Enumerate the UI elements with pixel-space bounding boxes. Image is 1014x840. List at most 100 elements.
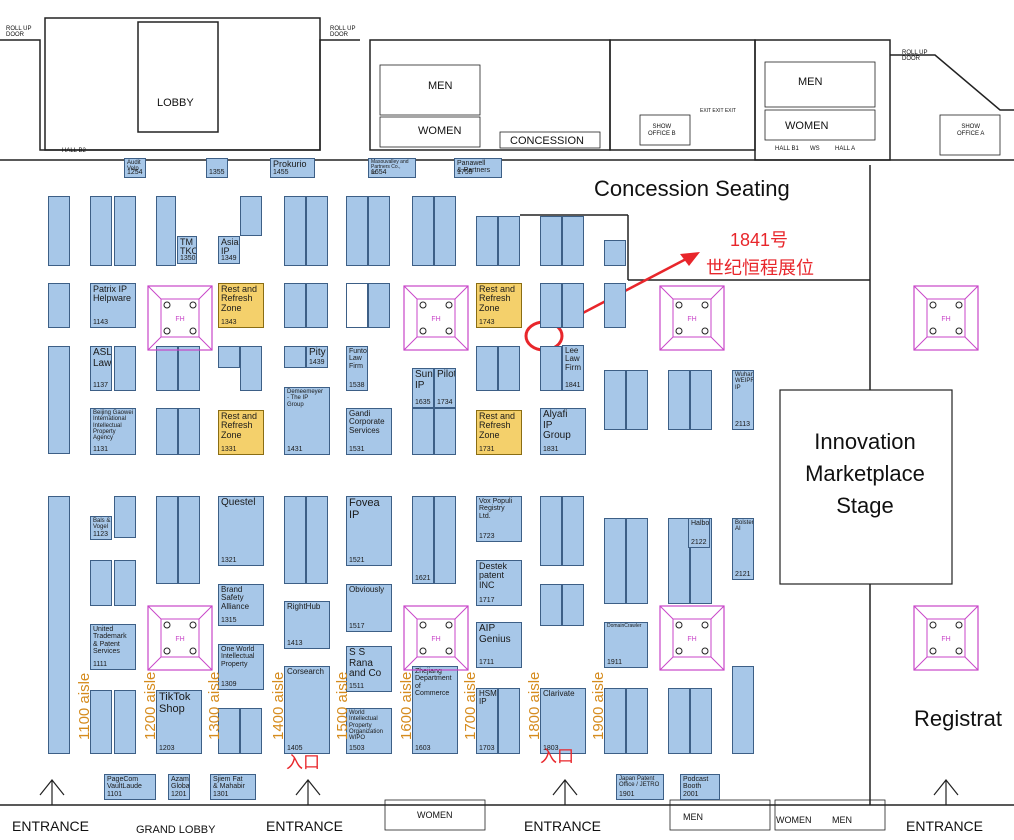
booth-unlabeled[interactable] [690,370,712,430]
booth-unlabeled[interactable] [240,346,262,391]
booth-unlabeled[interactable] [178,408,200,455]
booth-unlabeled[interactable] [540,584,562,626]
booth-unlabeled[interactable] [412,196,434,266]
booth-unlabeled[interactable] [156,196,176,266]
booth-unlabeled[interactable] [434,408,456,455]
booth-unlabeled[interactable] [114,560,136,606]
booth-unlabeled[interactable] [114,346,136,391]
booth-unlabeled[interactable] [498,688,520,754]
booth-unlabeled[interactable] [434,196,456,266]
booth-unlabeled[interactable] [90,196,112,266]
booth-unlabeled[interactable] [476,346,498,391]
booth-unlabeled[interactable] [48,283,70,328]
booth-1355[interactable]: 1355 [206,158,228,178]
booth-unlabeled[interactable] [562,584,584,626]
booth-unlabeled[interactable] [690,688,712,754]
booth-unlabeled[interactable] [668,370,690,430]
booth-1723[interactable]: Vox Populi Registry Ltd.1723 [476,496,522,542]
booth-unlabeled[interactable] [626,370,648,430]
booth-unlabeled[interactable] [156,408,178,455]
booth-unlabeled[interactable] [540,496,562,566]
booth-unlabeled[interactable] [604,370,626,430]
booth-unlabeled[interactable] [476,216,498,266]
booth-unlabeled[interactable] [346,283,368,328]
booth-unlabeled[interactable] [240,196,262,236]
booth-unlabeled[interactable] [668,688,690,754]
booth-unlabeled[interactable] [604,688,626,754]
booth-unlabeled[interactable] [412,408,434,455]
booth-unlabeled[interactable] [368,283,390,328]
booth-unlabeled[interactable] [540,346,562,391]
booth-1621[interactable]: 1621 [412,496,434,584]
booth-unlabeled[interactable] [284,196,306,266]
booth-unlabeled[interactable] [604,518,626,604]
booth-unlabeled[interactable] [90,560,112,606]
booth-unlabeled[interactable] [626,688,648,754]
booth-unlabeled[interactable] [562,496,584,566]
booth-unlabeled[interactable] [156,346,178,391]
booth-unlabeled[interactable] [346,196,368,266]
booth-unlabeled[interactable] [434,496,456,584]
booth-unlabeled[interactable] [284,283,306,328]
booth-unlabeled[interactable] [218,708,240,754]
booth-unlabeled[interactable] [604,283,626,328]
booth-unlabeled[interactable] [668,518,690,604]
booth-unlabeled[interactable] [284,346,306,368]
booth-unlabeled[interactable] [498,216,520,266]
booth-unlabeled[interactable] [562,216,584,266]
booth-unlabeled[interactable] [218,346,240,368]
booth-unlabeled[interactable] [156,496,178,584]
booth-unlabeled[interactable] [540,283,562,328]
booth-unlabeled[interactable] [540,216,562,266]
booth-unlabeled[interactable] [114,690,136,754]
booth-unlabeled[interactable] [306,496,328,584]
booth-unlabeled[interactable] [498,346,520,391]
booth-unlabeled[interactable] [306,283,328,328]
booth-unlabeled[interactable] [114,196,136,266]
booth-1131[interactable]: Beijing Gaowei International Intellectua… [90,408,136,455]
booth-unlabeled[interactable] [240,708,262,754]
booth-unlabeled[interactable] [732,666,754,754]
booth-unlabeled[interactable] [178,346,200,391]
booth-unlabeled[interactable] [114,496,136,538]
booth-unlabeled[interactable] [48,196,70,266]
booth-1654[interactable]: Masouvalley and Partners Co., ltd.1654 [368,158,416,178]
